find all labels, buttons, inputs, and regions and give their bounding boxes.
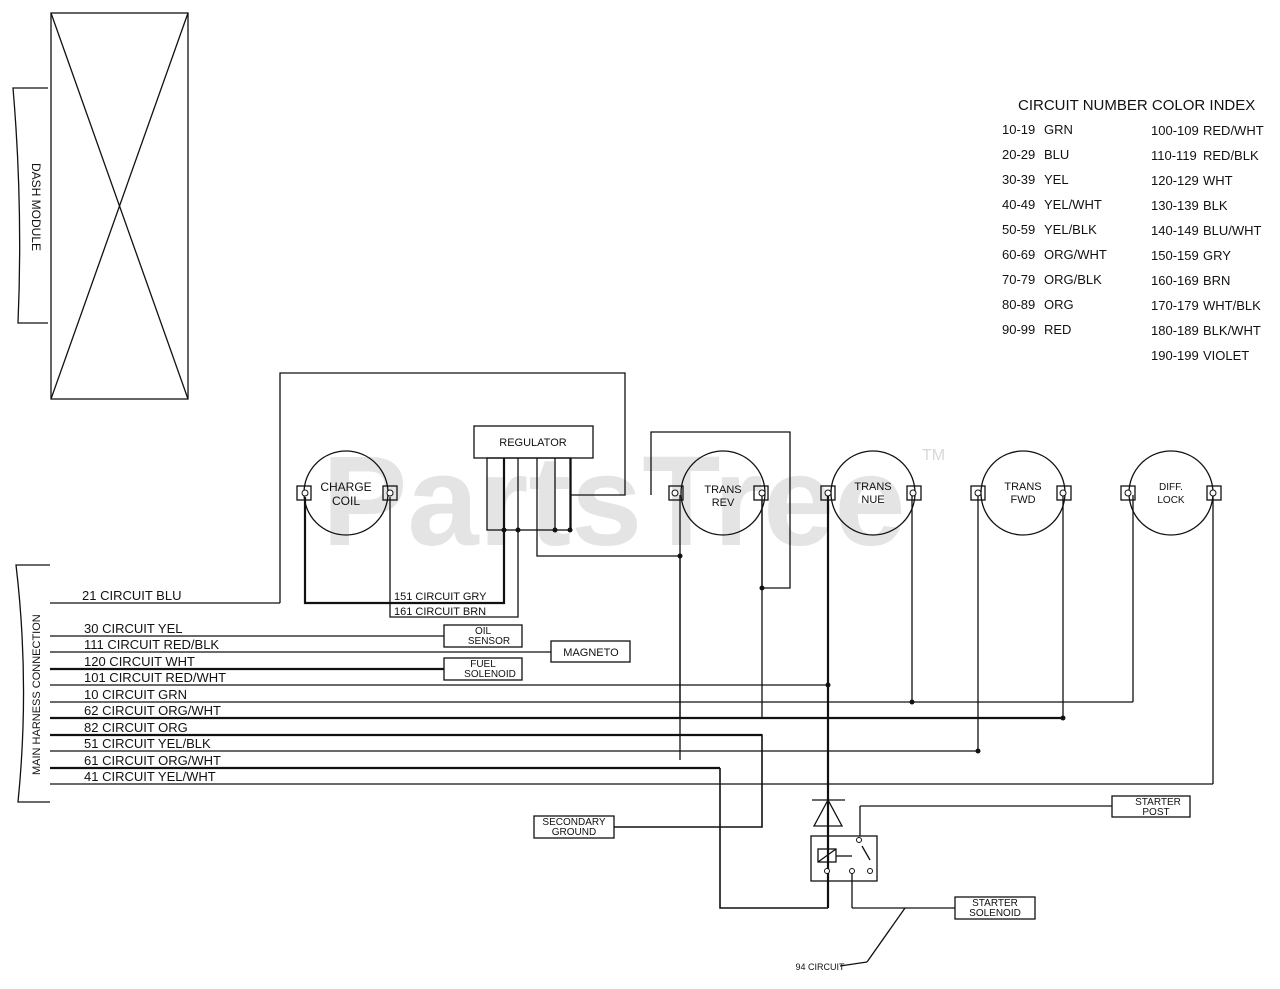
trans-rev-label-1: TRANS xyxy=(704,484,741,496)
color-index-color: BLU xyxy=(1044,147,1069,162)
color-index-range: 20-29 xyxy=(1002,147,1035,162)
color-index-range: 120-129 xyxy=(1151,173,1199,188)
color-index-color: BLU/WHT xyxy=(1203,223,1262,238)
starter-post-label-1: STARTER xyxy=(1135,797,1181,808)
color-index-color: WHT xyxy=(1203,173,1233,188)
trans-nue-label-1: TRANS xyxy=(854,481,891,493)
dash-module-label: DASH MODULE xyxy=(29,163,43,251)
regulator-label: REGULATOR xyxy=(499,437,566,449)
color-index-title: CIRCUIT NUMBER COLOR INDEX xyxy=(1018,97,1255,114)
circuit-94-label: 94 CIRCUIT xyxy=(795,962,845,972)
trans-fwd-label-2: FWD xyxy=(1010,494,1035,506)
color-index-range: 110-119 xyxy=(1151,148,1197,163)
color-index-color: GRN xyxy=(1044,122,1073,137)
color-index-range: 10-19 xyxy=(1002,122,1035,137)
trans-fwd-label-1: TRANS xyxy=(1004,481,1041,493)
color-index-range: 40-49 xyxy=(1002,197,1035,212)
circuit-label: 30 CIRCUIT YEL xyxy=(84,621,183,636)
color-index-range: 60-69 xyxy=(1002,247,1035,262)
color-index-range: 190-199 xyxy=(1151,348,1199,363)
diff-lock-switch xyxy=(1128,450,1214,536)
color-index-range: 140-149 xyxy=(1151,223,1199,238)
circuit-label: 21 CIRCUIT BLU xyxy=(82,588,181,603)
color-index-range: 100-109 xyxy=(1151,123,1199,138)
circuit-label: 62 CIRCUIT ORG/WHT xyxy=(84,703,221,718)
secondary-ground-box xyxy=(533,815,615,839)
charge-coil-label-1: CHARGE xyxy=(320,480,371,494)
regulator-wire-brn: 161 CIRCUIT BRN xyxy=(394,606,486,618)
color-index-color: ORG xyxy=(1044,297,1074,312)
color-index-color: ORG/BLK xyxy=(1044,272,1102,287)
regulator-wire-gry: 151 CIRCUIT GRY xyxy=(394,591,487,603)
color-index-range: 180-189 xyxy=(1151,323,1199,338)
secondary-ground-label-2: GROUND xyxy=(552,827,596,838)
color-index-color: VIOLET xyxy=(1203,348,1249,363)
color-index-color: YEL/WHT xyxy=(1044,197,1102,212)
magneto-box xyxy=(550,640,631,663)
circuit-label: 41 CIRCUIT YEL/WHT xyxy=(84,769,216,784)
circuit-label: 82 CIRCUIT ORG xyxy=(84,720,188,735)
color-index-color: WHT/BLK xyxy=(1203,298,1261,313)
color-index-range: 80-89 xyxy=(1002,297,1035,312)
fuel-solenoid-label-1: FUEL xyxy=(470,659,496,670)
trans-nue-label-2: NUE xyxy=(861,494,884,506)
color-index-range: 160-169 xyxy=(1151,273,1199,288)
fuel-solenoid-box xyxy=(443,657,523,681)
dash-module-box xyxy=(50,12,189,400)
diff-lock-label-2: LOCK xyxy=(1157,495,1185,506)
watermark-text: PartsTree xyxy=(322,430,906,573)
color-index-color: ORG/WHT xyxy=(1044,247,1107,262)
color-index-color: YEL xyxy=(1044,172,1069,187)
color-index-range: 50-59 xyxy=(1002,222,1035,237)
color-index-color: BRN xyxy=(1203,273,1230,288)
color-index-range: 130-139 xyxy=(1151,198,1199,213)
color-index-color: BLK/WHT xyxy=(1203,323,1261,338)
color-index-color: RED/WHT xyxy=(1203,123,1264,138)
harness-connector xyxy=(15,564,50,803)
color-index-range: 90-99 xyxy=(1002,322,1035,337)
color-index-range: 150-159 xyxy=(1151,248,1199,263)
color-index-color: YEL/BLK xyxy=(1044,222,1097,237)
starter-post-label-2: POST xyxy=(1142,807,1169,818)
color-index-color: RED/BLK xyxy=(1203,148,1259,163)
harness-label: MAIN HARNESS CONNECTION xyxy=(31,614,43,775)
starter-solenoid-label-2: SOLENOID xyxy=(969,908,1021,919)
dash-module-connector xyxy=(12,87,48,324)
trans-rev-label-2: REV xyxy=(712,497,735,509)
oil-sensor-label-1: OIL xyxy=(475,626,492,637)
circuit-label: 10 CIRCUIT GRN xyxy=(84,687,187,702)
diff-lock-label-1: DIFF. xyxy=(1159,482,1183,493)
oil-sensor-label-2: SENSOR xyxy=(468,636,510,647)
circuit-label: 120 CIRCUIT WHT xyxy=(84,654,195,669)
oil-sensor-box xyxy=(443,624,523,648)
fuel-solenoid-label-2: SOLENOID xyxy=(464,669,516,680)
magneto-label: MAGNETO xyxy=(563,647,619,659)
circuit-label: 51 CIRCUIT YEL/BLK xyxy=(84,736,211,751)
trans-fwd-switch xyxy=(980,450,1066,536)
circuit-label: 61 CIRCUIT ORG/WHT xyxy=(84,753,221,768)
circuit-label: 101 CIRCUIT RED/WHT xyxy=(84,670,226,685)
color-index-color: GRY xyxy=(1203,248,1231,263)
color-index-range: 170-179 xyxy=(1151,298,1199,313)
starter-solenoid-relay xyxy=(810,835,878,882)
color-index-range: 70-79 xyxy=(1002,272,1035,287)
watermark-tm: TM xyxy=(922,447,945,464)
secondary-ground-label-1: SECONDARY xyxy=(542,817,605,828)
starter-solenoid-label-1: STARTER xyxy=(972,898,1018,909)
circuit-label: 111 CIRCUIT RED/BLK xyxy=(84,637,219,652)
color-index-range: 30-39 xyxy=(1002,172,1035,187)
color-index-color: BLK xyxy=(1203,198,1228,213)
charge-coil-label-2: COIL xyxy=(332,494,360,508)
color-index-color: RED xyxy=(1044,322,1071,337)
